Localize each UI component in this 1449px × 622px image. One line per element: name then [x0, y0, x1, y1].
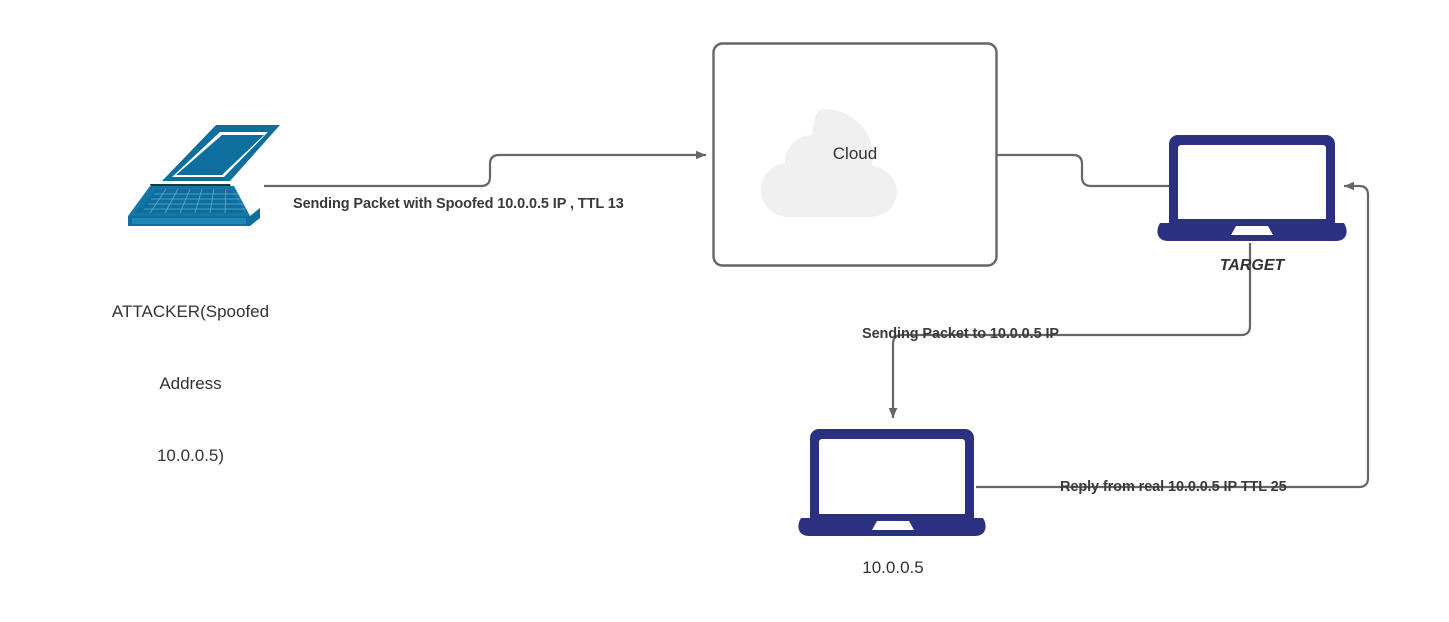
victim-label: 10.0.0.5	[862, 558, 924, 577]
cloud-node[interactable]	[711, 41, 999, 269]
attacker-label-line3: 10.0.0.5)	[156, 446, 225, 465]
cloud-icon	[761, 109, 897, 217]
laptop-icon	[798, 429, 986, 536]
target-node[interactable]	[1152, 127, 1352, 245]
victim-node[interactable]	[795, 425, 991, 543]
edge-label-attacker-to-cloud: Sending Packet with Spoofed 10.0.0.5 IP …	[293, 196, 624, 212]
edge-attacker-to-cloud	[264, 150, 706, 188]
edge-cloud-to-target	[996, 153, 1172, 188]
attacker-label-line2: Address	[159, 374, 222, 393]
attacker-label-line1: ATTACKER(Spoofed	[111, 302, 270, 321]
laptop-icon	[1157, 135, 1347, 241]
attacker-label: ATTACKER(Spoofed Address 10.0.0.5)	[58, 252, 323, 516]
laptop-isometric-icon	[128, 125, 280, 226]
attacker-node[interactable]	[110, 124, 280, 230]
target-label: TARGET	[1219, 257, 1285, 274]
edge-label-target-to-victim: Sending Packet to 10.0.0.5 IP	[862, 326, 1059, 342]
cloud-container-box	[712, 42, 998, 267]
cloud-label: Cloud	[832, 144, 878, 163]
edge-label-victim-to-target: Reply from real 10.0.0.5 IP TTL 25	[1060, 479, 1287, 495]
